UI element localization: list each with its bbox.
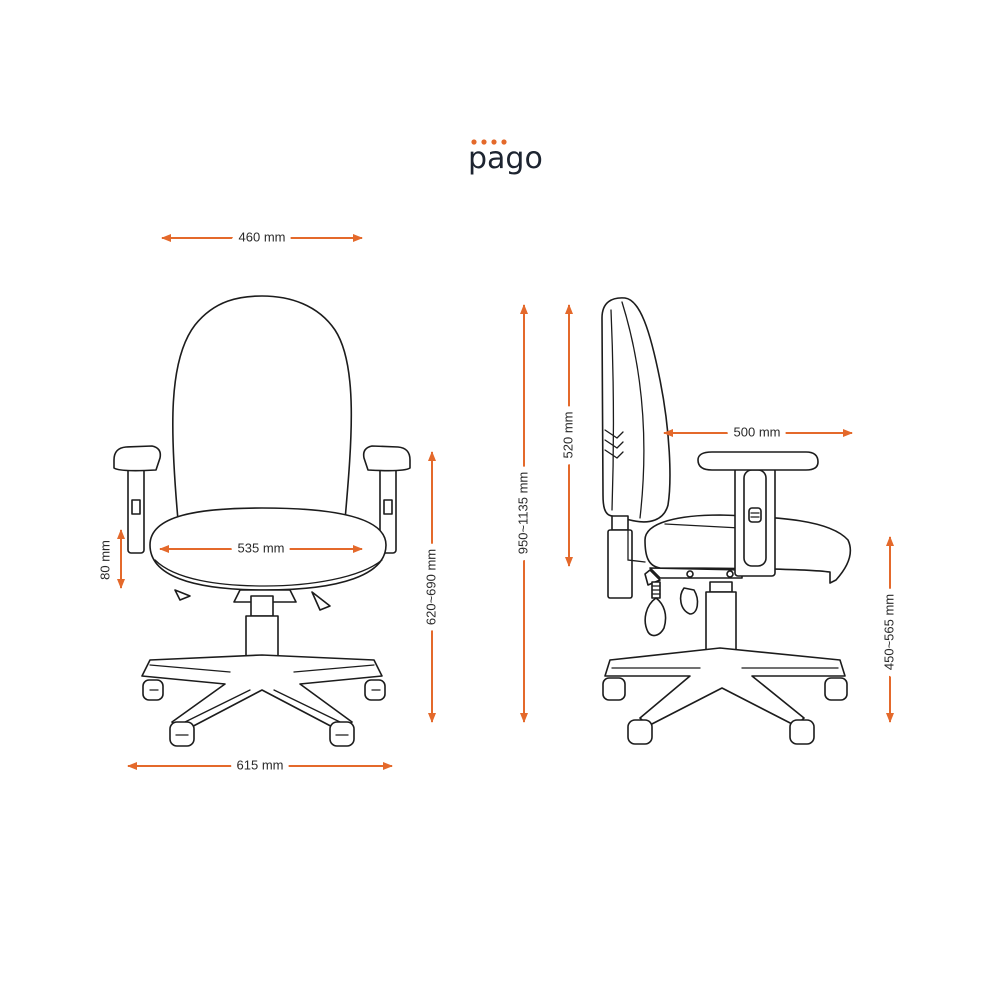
label-backrest-width: 460 mm bbox=[239, 229, 286, 244]
label-armrest-height: 620~690 mm bbox=[423, 549, 438, 625]
dim-overall-height: 950~1135 mm bbox=[509, 304, 536, 723]
label-overall-height: 950~1135 mm bbox=[515, 472, 530, 555]
dim-backrest-width: 460 mm bbox=[161, 223, 363, 250]
label-backrest-height: 520 mm bbox=[560, 412, 575, 459]
front-view-chair bbox=[113, 295, 411, 747]
label-seat-depth: 500 mm bbox=[734, 424, 781, 439]
side-view-chair bbox=[601, 297, 852, 745]
label-seat-width: 535 mm bbox=[238, 540, 285, 555]
dim-armrest-height: 620~690 mm bbox=[417, 451, 444, 723]
label-seat-height: 450~565 mm bbox=[881, 594, 896, 670]
dim-seat-depth: 500 mm bbox=[663, 418, 853, 445]
svg-text:pago: pago bbox=[468, 141, 543, 176]
label-base-width: 615 mm bbox=[237, 757, 284, 772]
dim-backrest-height: 520 mm bbox=[554, 304, 581, 567]
dim-armrest-adjust: 80 mm bbox=[97, 529, 125, 589]
label-armrest-adjust: 80 mm bbox=[97, 540, 112, 580]
dim-base-width: 615 mm bbox=[127, 751, 393, 778]
dim-seat-height: 450~565 mm bbox=[875, 536, 902, 723]
brand-logo: pago bbox=[468, 139, 543, 176]
